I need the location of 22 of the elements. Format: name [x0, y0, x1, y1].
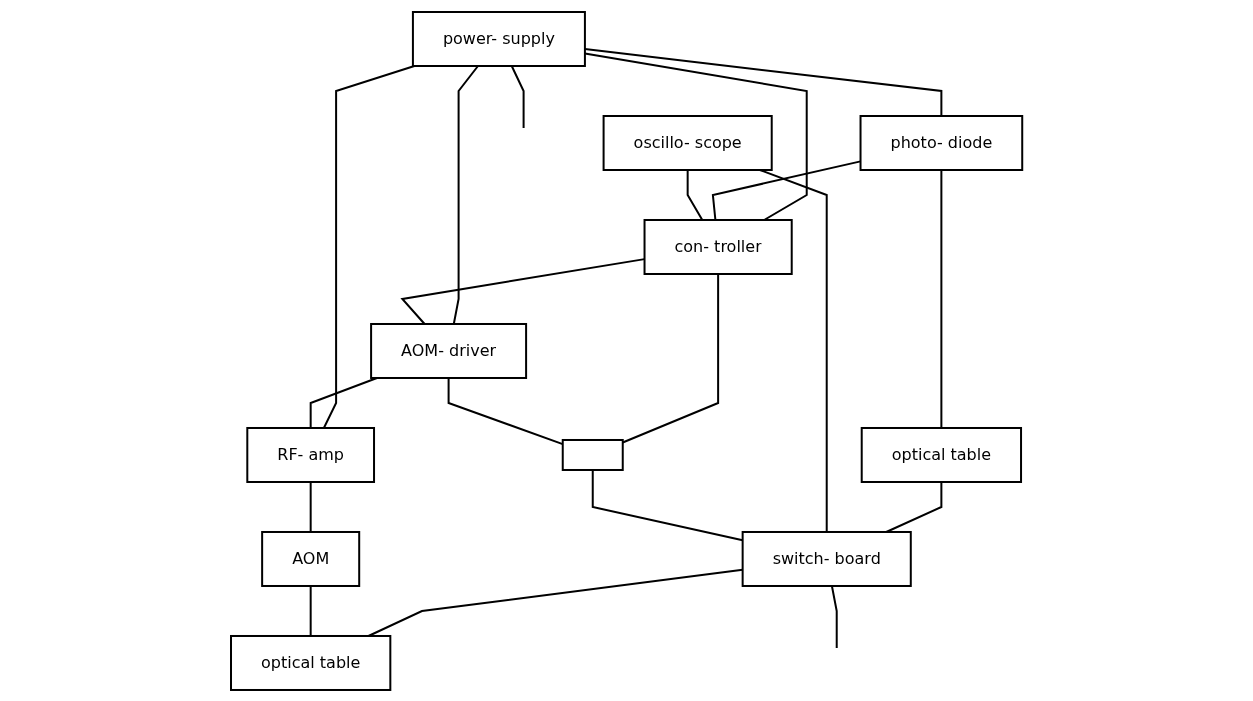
node-box: optical table: [229, 634, 392, 691]
connector: [452, 64, 479, 325]
connector: [309, 376, 378, 429]
node-box: AOM- driver: [370, 322, 527, 379]
node-box: [561, 438, 624, 471]
connector: [309, 480, 312, 533]
node-box: con- troller: [643, 218, 793, 275]
connector: [758, 168, 828, 533]
node-box: optical table: [860, 426, 1022, 483]
connector: [510, 64, 525, 129]
connector: [686, 168, 704, 221]
node-box: photo- diode: [859, 114, 1024, 171]
connector: [885, 480, 943, 533]
node-box: power- supply: [411, 10, 586, 67]
connector: [940, 168, 943, 429]
node-box: switch- board: [741, 530, 912, 587]
connector: [830, 584, 838, 649]
connector: [309, 584, 312, 637]
node-box: oscillo- scope: [602, 114, 773, 171]
node-box: RF- amp: [246, 426, 375, 483]
node-box: AOM: [261, 530, 361, 587]
connector: [322, 64, 416, 429]
